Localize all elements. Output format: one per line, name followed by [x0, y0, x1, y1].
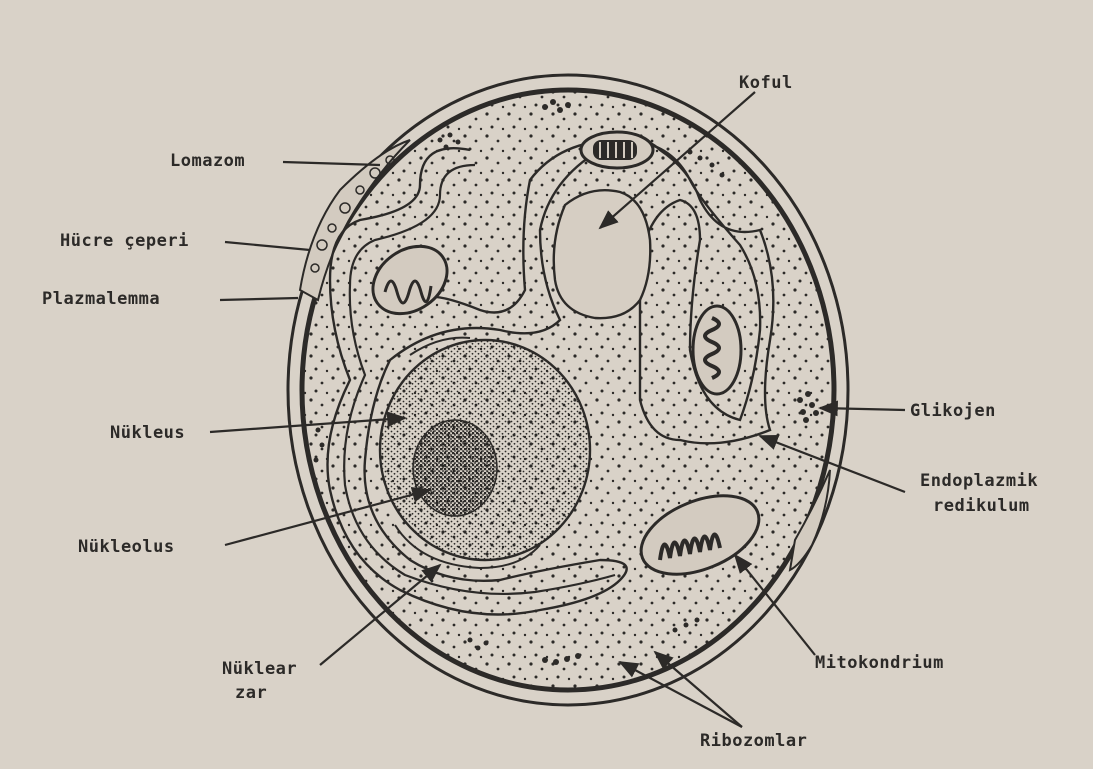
mitochondrion-2 [581, 132, 653, 168]
label-endoplazmik-1: Endoplazmik [920, 470, 1038, 492]
vacuole [554, 190, 651, 318]
label-hucre-ceperi: Hücre çeperi [60, 230, 189, 252]
label-plazmalemma: Plazmalemma [42, 288, 160, 310]
label-koful: Koful [739, 72, 793, 94]
label-nuklear-zar-2: zar [235, 682, 267, 704]
label-lomazom: Lomazom [170, 150, 245, 172]
mitochondrion-3 [693, 306, 741, 394]
label-nuklear-zar-1: Nüklear [222, 658, 297, 680]
label-glikojen: Glikojen [910, 400, 996, 422]
label-mitokondrium: Mitokondrium [815, 652, 944, 674]
label-nukleolus: Nükleolus [78, 536, 175, 558]
label-endoplazmik-2: redikulum [933, 495, 1030, 517]
label-nukleus: Nükleus [110, 422, 185, 444]
label-ribozomlar: Ribozomlar [700, 730, 807, 752]
nucleolus [413, 420, 497, 516]
